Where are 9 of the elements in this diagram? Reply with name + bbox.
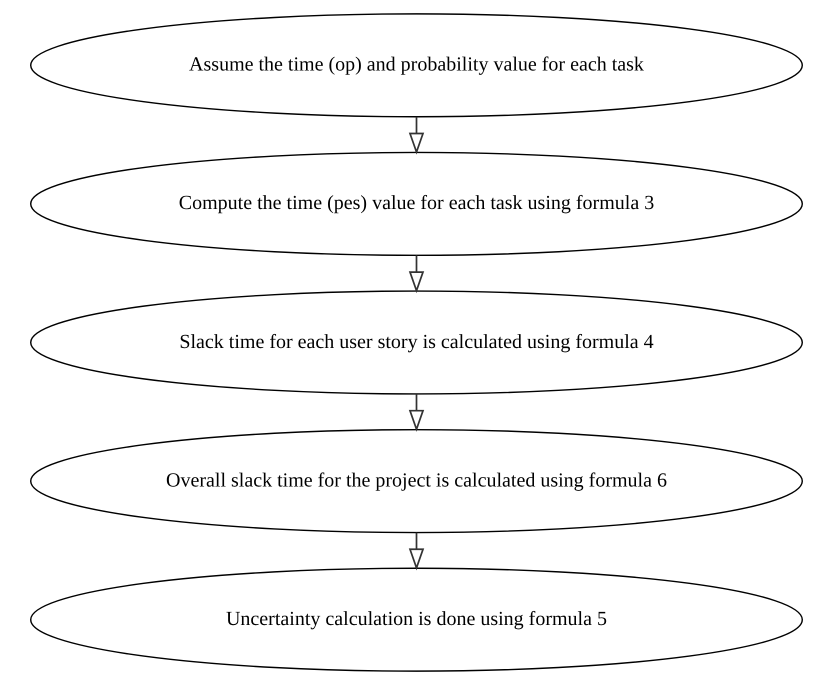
node-ellipse: Overall slack time for the project is calculated using formula 6 (30, 428, 802, 534)
node-ellipse: Compute the time (pes) value for each task using formula 3 (30, 152, 802, 256)
arrow (408, 116, 424, 155)
arrow (408, 394, 424, 432)
node-ellipse: Assume the time (op) and probability value for each task (30, 13, 802, 118)
node-ellipse: Slack time for each user story is calculated using formula 4 (30, 290, 802, 395)
node-ellipse: Uncertainty calculation is done using formula 5 (30, 568, 802, 672)
arrow (408, 532, 424, 570)
arrow (408, 255, 424, 294)
